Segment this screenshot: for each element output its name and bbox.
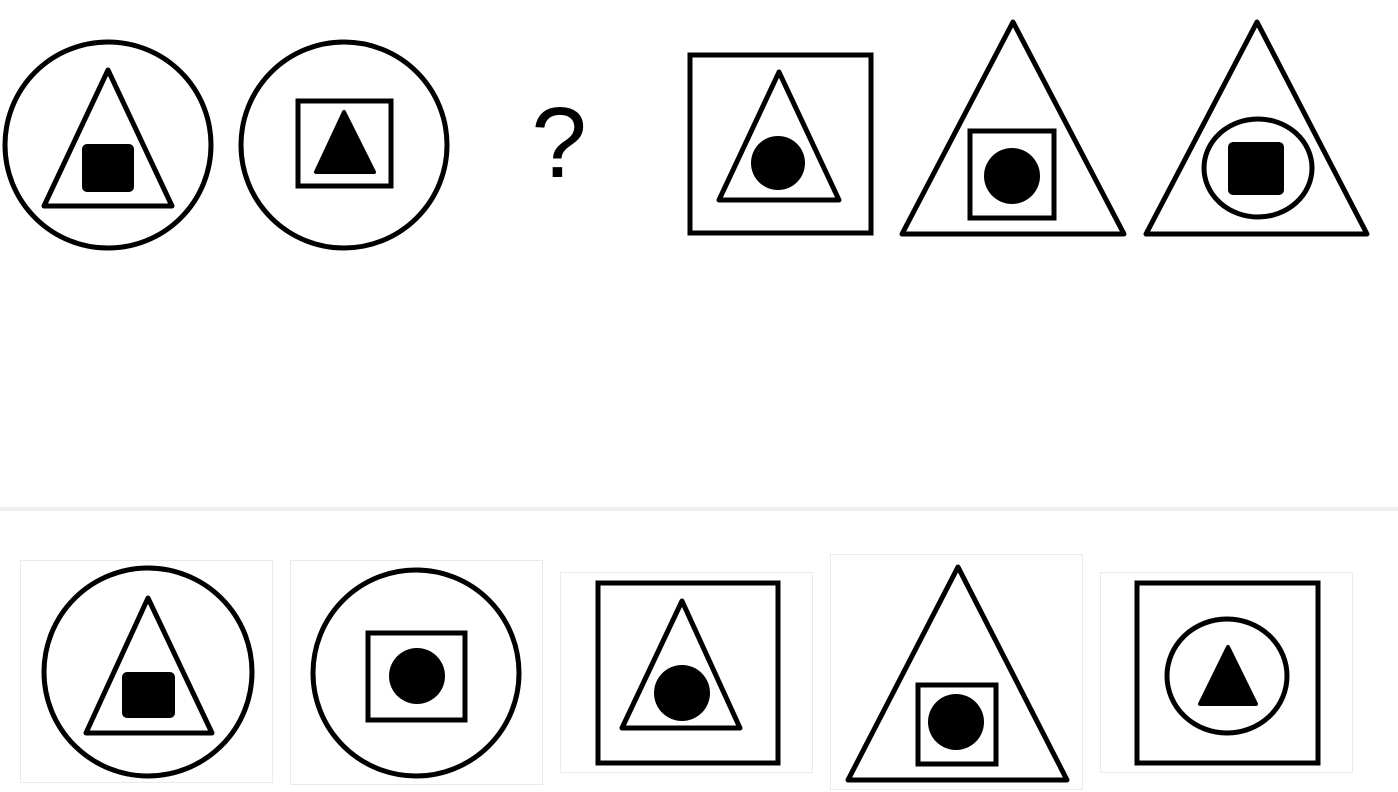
unknown-figure-question-mark: ? bbox=[531, 87, 587, 199]
triangle-square-circle-shape bbox=[899, 19, 1127, 237]
square-triangle-circle-shape bbox=[595, 580, 781, 766]
circle-triangle-square-shape bbox=[41, 565, 255, 779]
section-divider bbox=[0, 507, 1398, 511]
circle-triangle-square-shape bbox=[2, 39, 214, 251]
question-figure-1 bbox=[0, 0, 220, 260]
answer-option-d[interactable] bbox=[830, 554, 1083, 790]
question-figure-6 bbox=[1140, 0, 1380, 260]
square-ellipse-triangle-shape bbox=[1134, 580, 1321, 766]
triangle-ellipse-square-shape bbox=[1143, 19, 1370, 237]
triangle-square-circle-shape bbox=[845, 564, 1070, 783]
answer-option-e[interactable] bbox=[1100, 572, 1353, 773]
circle-square-circle-shape bbox=[310, 567, 522, 779]
circle-square-triangle-shape bbox=[238, 39, 450, 251]
square-triangle-circle-shape bbox=[687, 52, 874, 236]
question-figure-5 bbox=[895, 0, 1135, 260]
question-figure-4 bbox=[680, 0, 880, 260]
answer-option-a[interactable] bbox=[20, 560, 273, 783]
answer-option-c[interactable] bbox=[560, 572, 813, 773]
question-figure-2 bbox=[230, 0, 460, 260]
answer-option-b[interactable] bbox=[290, 560, 543, 785]
